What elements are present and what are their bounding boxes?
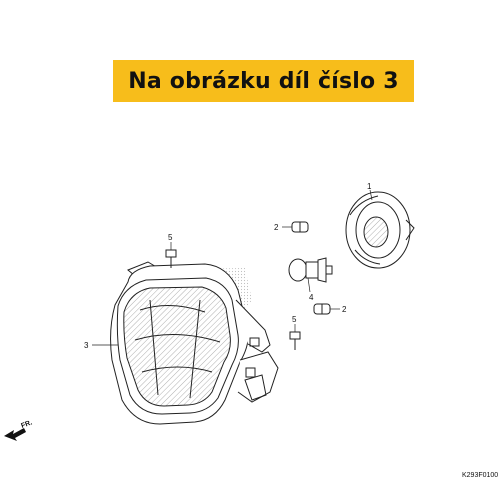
direction-label: FR. — [20, 419, 33, 429]
callout-2-lower: 2 — [342, 305, 347, 314]
position-bulb-lower — [313, 303, 331, 315]
callout-1: 1 — [367, 182, 372, 191]
callout-2-upper: 2 — [274, 223, 279, 232]
front-direction-arrow-icon — [4, 428, 26, 441]
callout-4: 4 — [309, 293, 314, 302]
diagram-code: K293F0100 — [462, 472, 498, 479]
headlight-unit — [110, 261, 279, 425]
callout-3: 3 — [84, 341, 89, 350]
banner-text: Na obrázku díl číslo 3 — [128, 68, 399, 94]
part-number-banner: Na obrázku díl číslo 3 — [113, 60, 414, 102]
callout-5-upper: 5 — [168, 233, 173, 242]
position-bulb-upper — [291, 221, 309, 233]
leader-lines — [92, 189, 373, 346]
screw-lower — [289, 331, 301, 350]
headlight-bulb — [288, 257, 333, 283]
callout-5-lower: 5 — [292, 315, 297, 324]
socket-cover — [345, 191, 415, 269]
